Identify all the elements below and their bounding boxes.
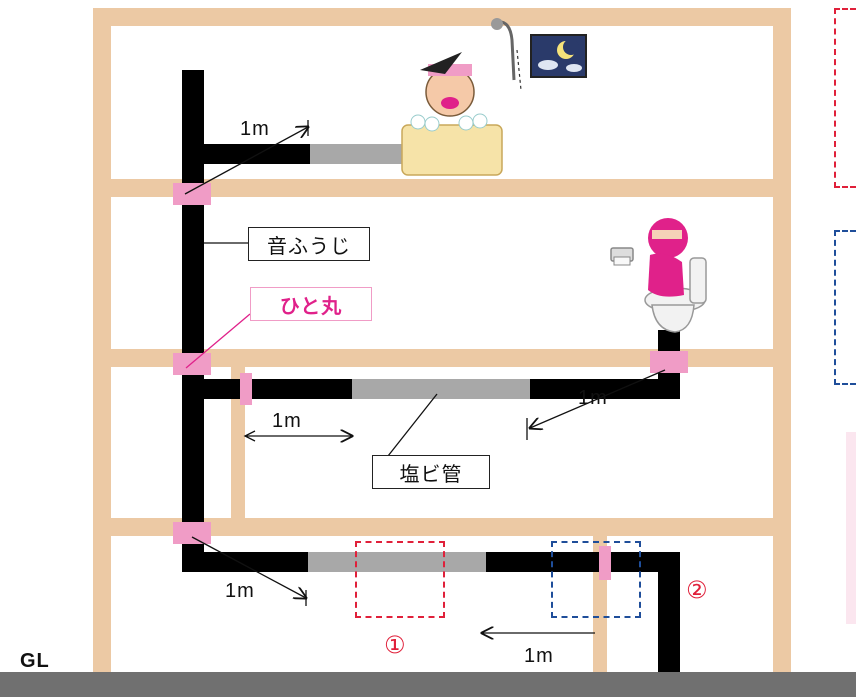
marker-2-label: ② [686,577,709,604]
floor-beam-2 [93,349,791,367]
pvc-3f-pipe [310,144,415,164]
ground-line-label: GL [20,650,50,672]
branch-1f-right-pipe [486,552,680,572]
dimension-label-2f-right: 1m [578,387,608,409]
shower-icon [491,18,522,91]
frame-right-post [773,8,791,672]
branch-1f-pipe [182,552,308,572]
hitomaru-label: ひと丸 [250,287,372,321]
frame-top-beam [93,8,791,26]
outlet-down-pipe [658,552,680,672]
dimension-label-1f-left: 1m [225,580,255,602]
branch-3f-pipe [182,144,310,164]
dimension-label-1f-bottom: 1m [524,645,554,667]
side-panel-pink [846,432,856,624]
leader-hitomaru [185,313,251,369]
coupler-1f-branch [599,546,611,580]
leader-pvc [387,393,438,457]
pvc-2f-pipe [352,379,530,399]
dimension-arrow-2f-right [530,369,666,428]
marker-2-box [551,541,641,618]
toilet-ninja-icon [644,218,707,333]
pvc-pipe-label: 塩ビ管 [372,455,490,489]
branch-2f-right-pipe [530,379,680,399]
dimension-label-2f-left: 1m [272,410,302,432]
coupler-3f [173,183,211,205]
pvc-1f-pipe [308,552,486,572]
bathtub-person-icon [401,52,503,176]
ground-slab [0,672,856,697]
dimension-arrow-3f [184,127,308,195]
coupler-2f-branch [240,373,252,405]
coupler-2f [173,353,211,375]
toilet-paper-icon [610,247,634,266]
dimension-arrow-1f-left [191,536,306,598]
side-panel-red [834,8,856,188]
floor-beam-3 [93,179,791,197]
coupler-1f [173,522,211,544]
coupler-toilet [650,351,688,373]
moon-picture-icon [530,34,587,78]
marker-1-box [355,541,445,618]
frame-left-post [93,8,111,672]
side-panel-blue [834,230,856,385]
branch-2f-pipe [182,379,352,399]
dimension-label-3f: 1m [240,118,270,140]
sound-cleaner-label: 音ふうじ [248,227,370,261]
floor-beam-1 [93,518,791,536]
marker-1-label: ① [384,632,407,659]
